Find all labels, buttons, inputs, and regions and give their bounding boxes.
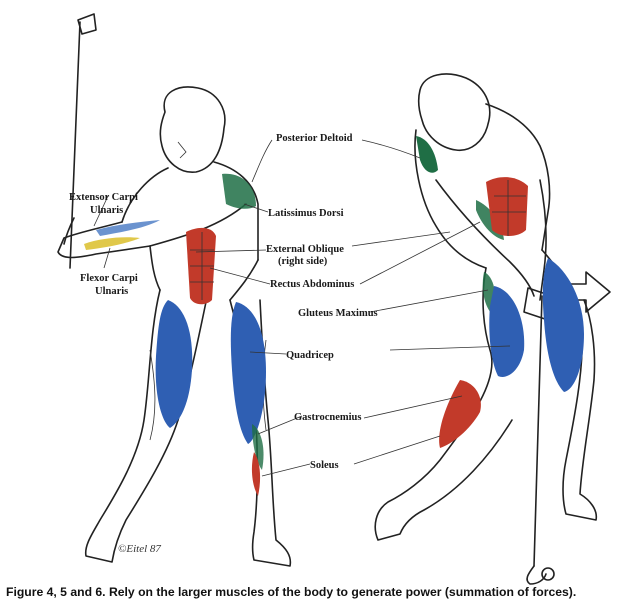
- label-soleus: Soleus: [310, 460, 339, 471]
- label-extensor-line1: Extensor Carpi: [69, 192, 138, 203]
- left-flexor-muscle: [84, 237, 140, 250]
- right-rectus-muscle: [486, 177, 528, 236]
- artist-signature: ©Eitel 87: [118, 543, 161, 555]
- label-external-oblique-line2: (right side): [278, 256, 328, 267]
- left-quad-front: [155, 300, 193, 428]
- label-latissimus: Latissimus Dorsi: [268, 208, 344, 219]
- figure-caption: Figure 4, 5 and 6. Rely on the larger mu…: [6, 585, 577, 599]
- right-quad-front: [489, 286, 525, 377]
- muscle-labels: Extensor Carpi Ulnaris Flexor Carpi Ulna…: [69, 133, 378, 471]
- label-rectus: Rectus Abdominus: [270, 279, 354, 290]
- right-quad-rear: [542, 258, 584, 392]
- right-golfer-muscles: [416, 136, 584, 448]
- right-deltoid-muscle: [416, 136, 438, 173]
- label-gluteus: Gluteus Maximus: [298, 308, 378, 319]
- left-golfer-muscles: [84, 173, 266, 496]
- label-gastrocnemius: Gastrocnemius: [294, 412, 361, 423]
- label-quadricep: Quadricep: [286, 350, 334, 361]
- label-posterior-deltoid: Posterior Deltoid: [276, 133, 353, 144]
- right-gastro-muscle: [439, 380, 481, 448]
- left-gastro-muscle: [252, 424, 264, 470]
- label-external-oblique-line1: External Oblique: [266, 244, 344, 255]
- leader-lines: [93, 139, 511, 477]
- left-quad-rear: [230, 302, 266, 444]
- label-extensor-line2: Ulnaris: [90, 205, 123, 216]
- label-flexor-line1: Flexor Carpi: [80, 273, 138, 284]
- left-extensor-muscle: [96, 220, 160, 236]
- label-flexor-line2: Ulnaris: [95, 286, 128, 297]
- left-soleus-muscle: [251, 452, 261, 496]
- left-latissimus-muscle: [222, 173, 256, 209]
